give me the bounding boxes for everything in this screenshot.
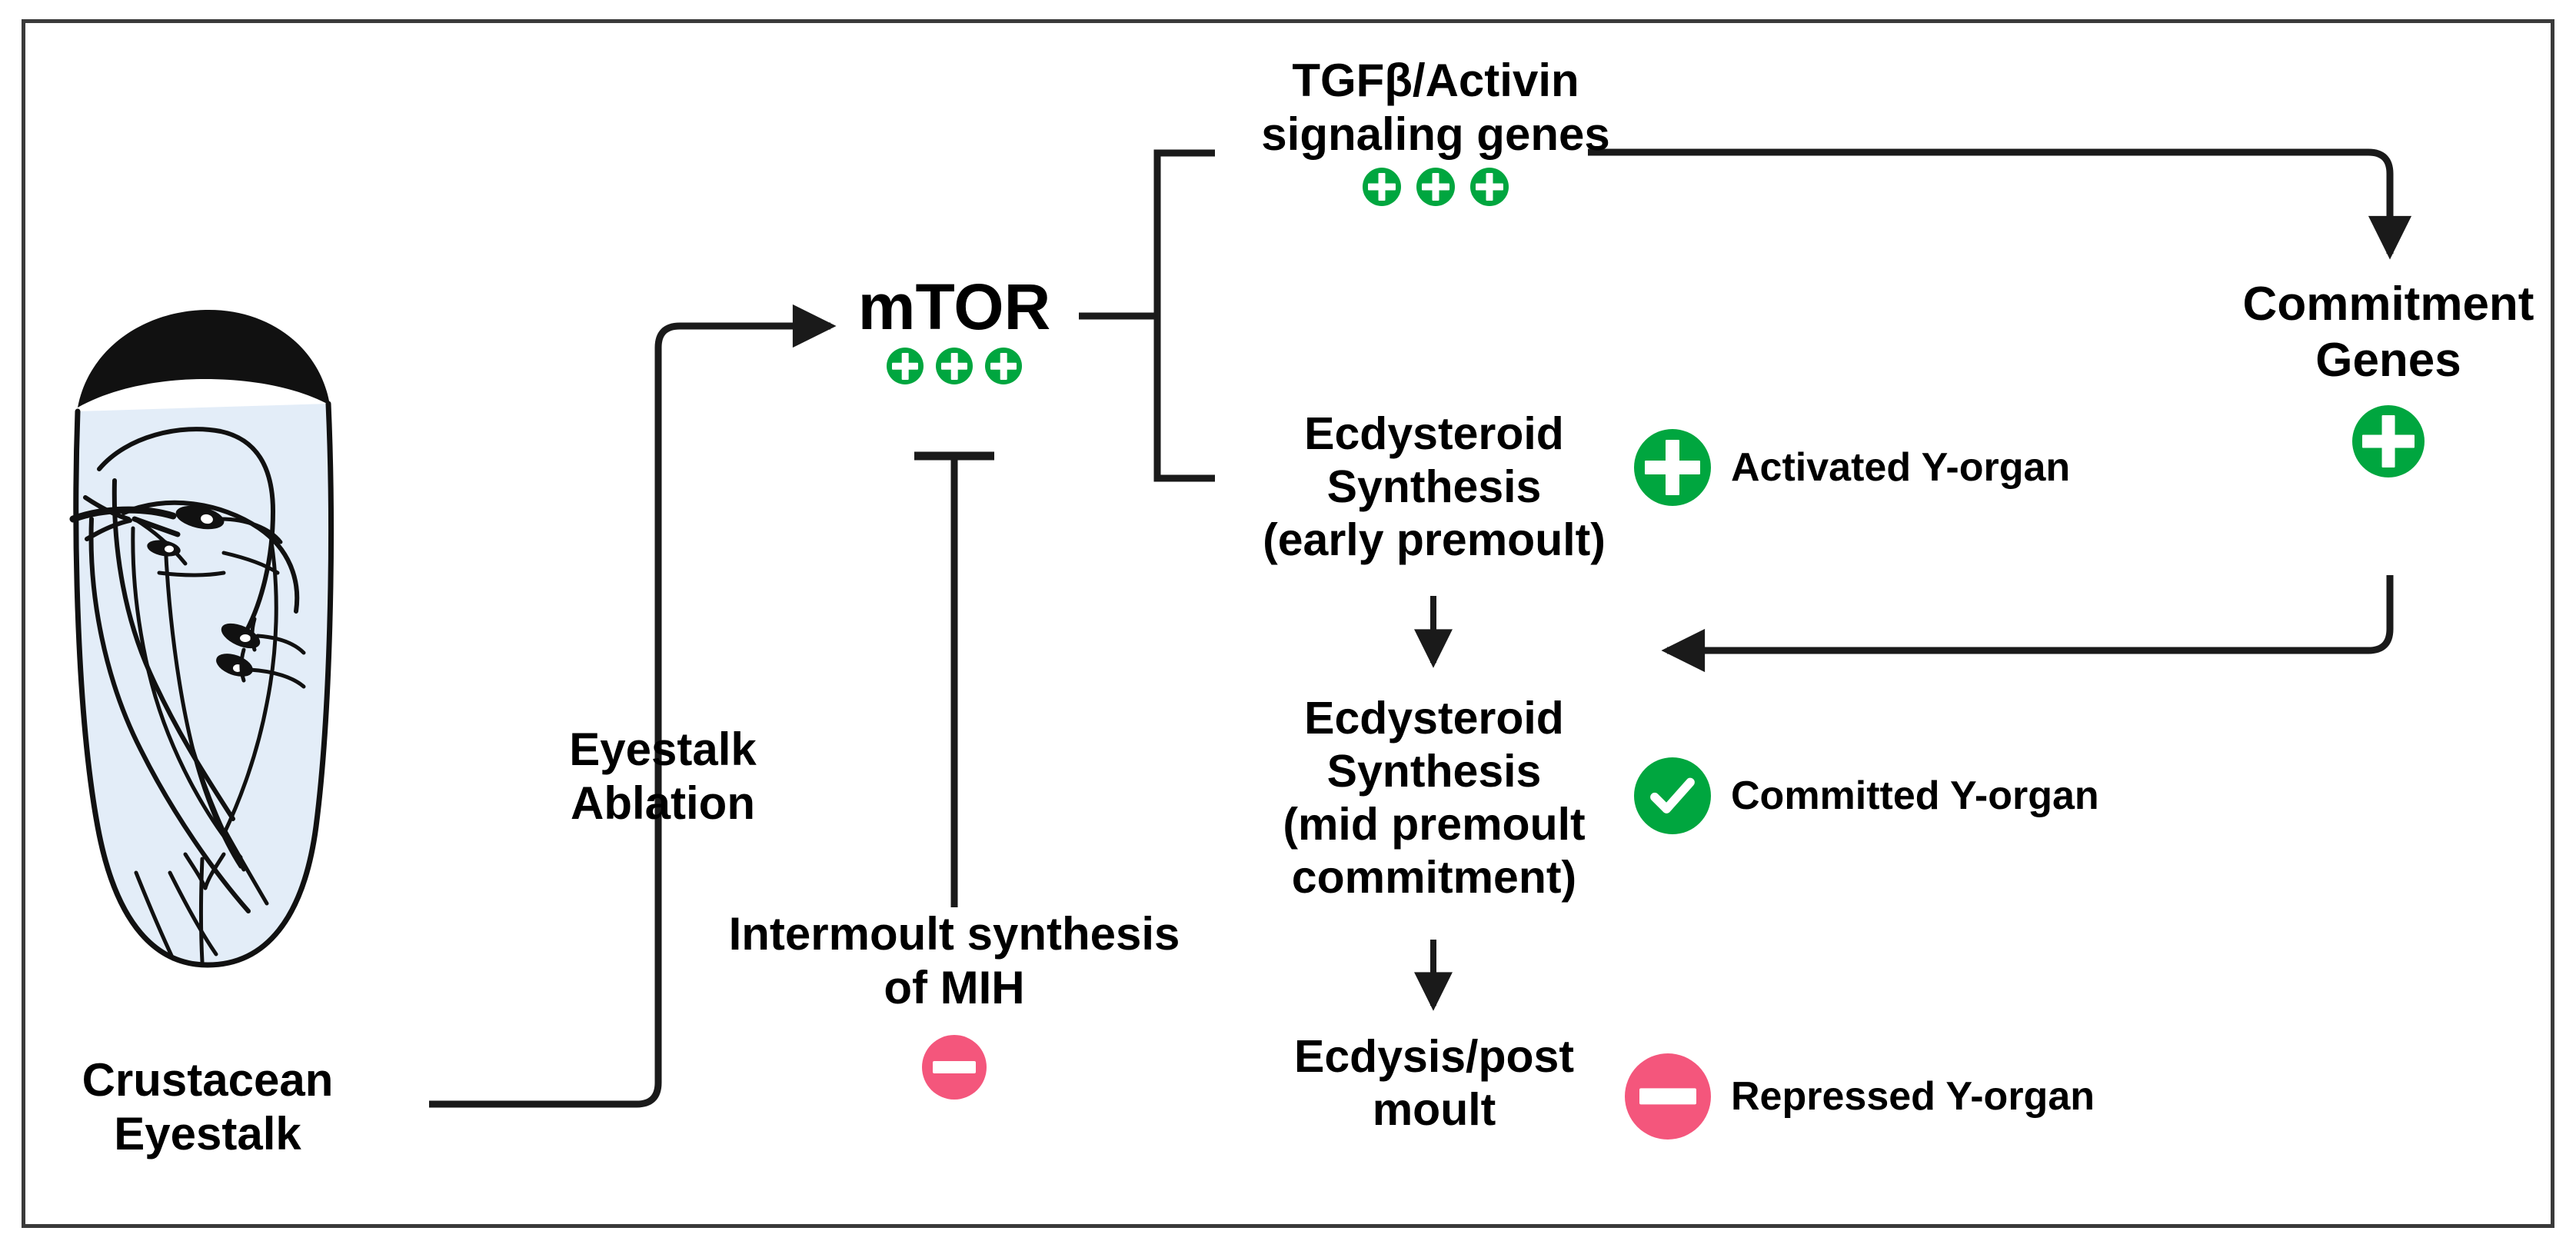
connector-mtor-bracket: [1153, 149, 1215, 482]
eyestalk-label-line1: Crustacean: [82, 1054, 334, 1106]
node-ecdysis-postmoult: Ecdysis/post moult: [1230, 1030, 1638, 1136]
legend-item-repressed: Repressed Y-organ: [1625, 1053, 2095, 1140]
eyestalk-label-line2: Eyestalk: [114, 1108, 301, 1160]
plus-circle-icon: [936, 348, 973, 385]
crustacean-eyestalk-illustration: [42, 288, 365, 980]
legend-label-committed: Committed Y-organ: [1731, 774, 2099, 818]
ecdy-mid-line3: (mid premoult: [1283, 799, 1586, 850]
plus-circle-icon: [2352, 405, 2425, 478]
commitment-genes-line2: Genes: [2315, 333, 2461, 387]
node-mtor: mTOR: [800, 269, 1108, 385]
mtor-label: mTOR: [857, 271, 1051, 343]
commitment-genes-badges: [2196, 405, 2576, 478]
mih-badges: [720, 1035, 1189, 1100]
ablation-label-line2: Ablation: [571, 777, 755, 830]
ecdy-mid-line1: Ecdysteroid: [1304, 693, 1564, 744]
node-eyestalk-label: Crustacean Eyestalk: [46, 1053, 369, 1161]
mih-label-line2: of MIH: [884, 962, 1025, 1014]
ecdy-early-line2: Synthesis: [1326, 461, 1542, 513]
legend-label-activated: Activated Y-organ: [1731, 445, 2071, 490]
plus-circle-icon: [1634, 429, 1711, 506]
node-intermoult-mih: Intermoult synthesis of MIH: [720, 907, 1189, 1100]
mih-label-line1: Intermoult synthesis: [728, 908, 1180, 960]
plus-circle-icon: [985, 348, 1022, 385]
ecdy-mid-line2: Synthesis: [1326, 746, 1542, 797]
connector-eyestalk-to-mtor: [429, 304, 837, 1108]
legend-item-activated: Activated Y-organ: [1634, 429, 2070, 506]
node-tgfb-activin: TGFβ/Activin signaling genes: [1240, 54, 1632, 207]
connector-tgfb-to-commitment-genes: [1588, 148, 2412, 260]
mtor-badges: [800, 348, 1108, 385]
ecdy-mid-line4: commitment): [1291, 852, 1577, 903]
node-ecdysteroid-mid: Ecdysteroid Synthesis (mid premoult comm…: [1230, 692, 1638, 904]
legend-label-repressed: Repressed Y-organ: [1731, 1074, 2095, 1119]
ablation-label-line1: Eyestalk: [569, 724, 757, 775]
minus-circle-icon: [1625, 1053, 1711, 1140]
plus-circle-icon: [1363, 168, 1401, 207]
connector-commitment-genes-to-ecdy-mid: [1661, 575, 2394, 673]
node-eyestalk-ablation: Eyestalk Ablation: [509, 723, 817, 830]
tgfb-badges: [1240, 168, 1632, 207]
legend-item-committed: Committed Y-organ: [1634, 757, 2099, 834]
node-commitment-genes: Commitment Genes: [2196, 277, 2576, 478]
minus-circle-icon: [922, 1035, 987, 1100]
plus-circle-icon: [1416, 168, 1455, 207]
node-ecdysteroid-early: Ecdysteroid Synthesis (early premoult): [1230, 408, 1638, 567]
ecdysis-line2: moult: [1372, 1084, 1496, 1136]
commitment-genes-line1: Commitment: [2242, 278, 2534, 331]
tgfb-label-line2: signaling genes: [1261, 108, 1610, 161]
plus-circle-icon: [887, 348, 924, 385]
ecdy-early-line3: (early premoult): [1263, 514, 1606, 566]
ecdysis-line1: Ecdysis/post: [1294, 1031, 1574, 1082]
check-circle-icon: [1634, 757, 1711, 834]
plus-circle-icon: [1470, 168, 1509, 207]
ecdy-early-line1: Ecdysteroid: [1304, 408, 1564, 459]
tgfb-label-line1: TGFβ/Activin: [1292, 55, 1579, 106]
figure-border: [22, 19, 2554, 1228]
